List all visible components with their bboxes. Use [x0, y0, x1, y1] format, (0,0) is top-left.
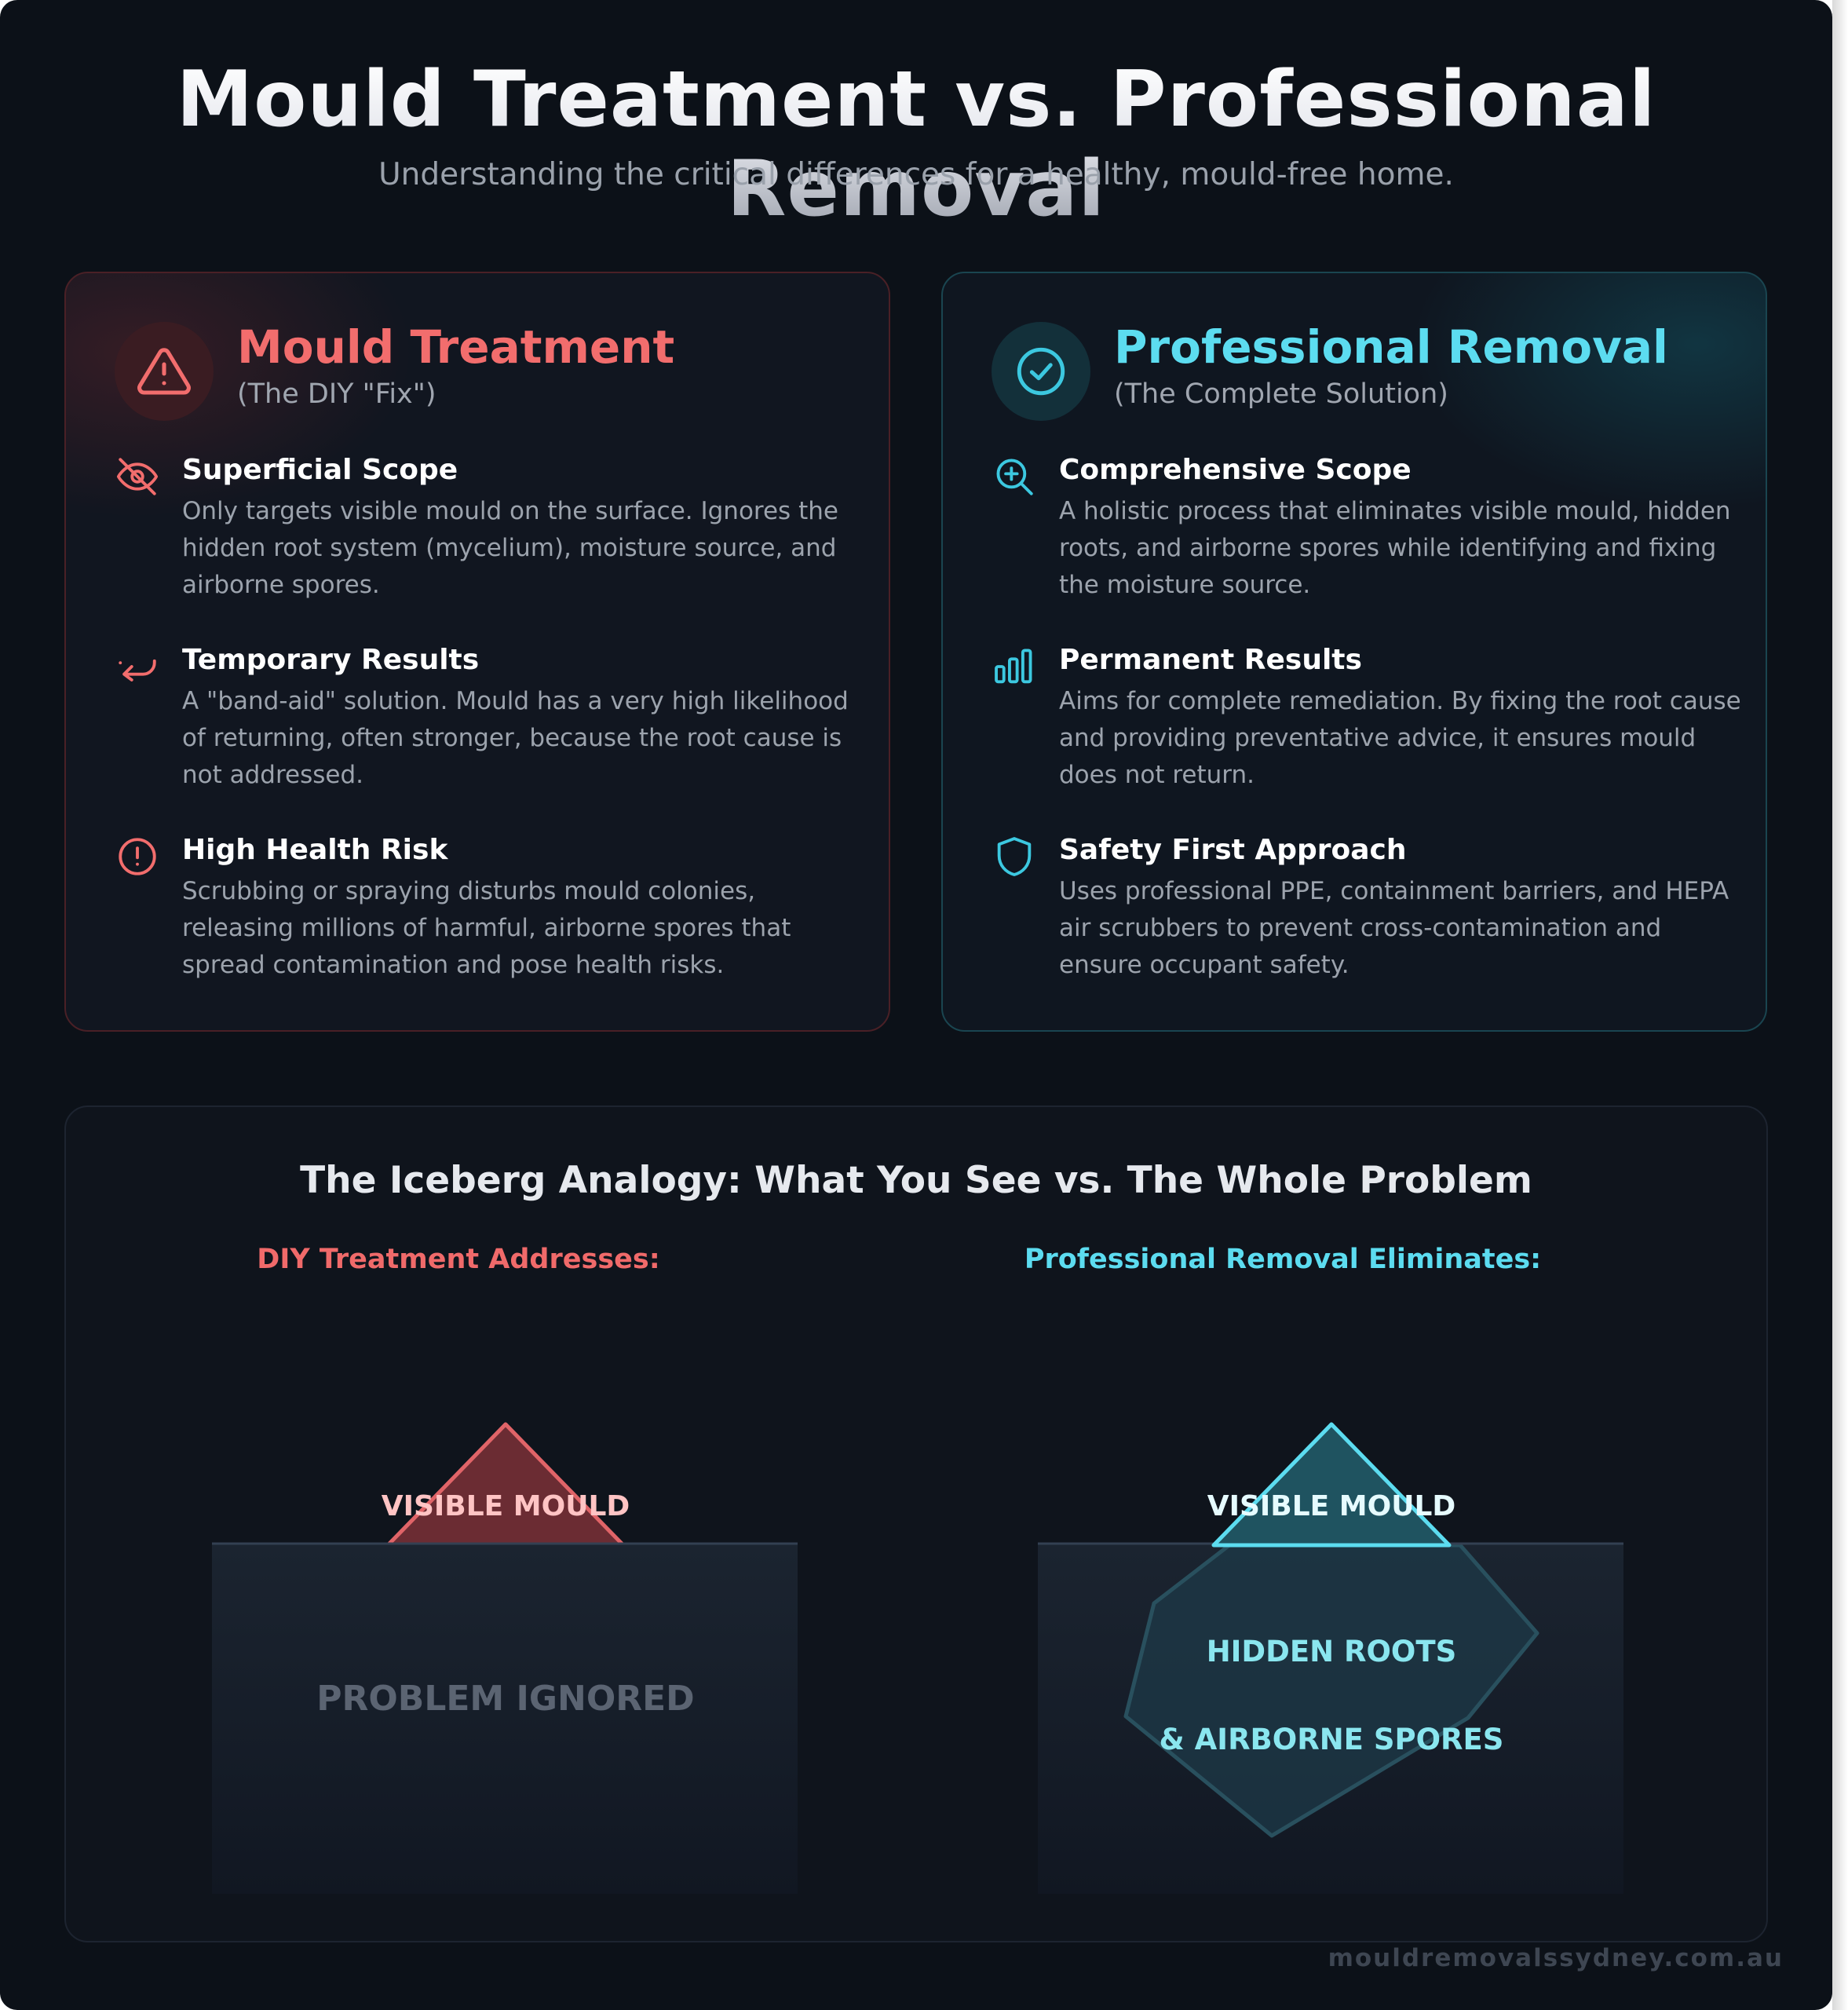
- feature-title: Comprehensive Scope: [1059, 454, 1412, 486]
- alert-circle-icon: [115, 834, 160, 879]
- diy-visible-label: VISIBLE MOULD: [382, 1490, 630, 1522]
- mould-treatment-card: Mould Treatment (The DIY "Fix") Superfic…: [64, 272, 890, 1032]
- diy-hidden-label: PROBLEM IGNORED: [316, 1679, 694, 1719]
- bar-chart-icon: [992, 644, 1037, 689]
- feature-description: A holistic process that eliminates visib…: [1059, 497, 1731, 599]
- pro-hidden-label-1: HIDDEN ROOTS: [1207, 1635, 1457, 1668]
- feature-title: Permanent Results: [1059, 644, 1362, 676]
- diy-water: [212, 1544, 798, 1894]
- iceberg-diagram: VISIBLE MOULD PROBLEM IGNORED VISIBLE MO…: [212, 1422, 1623, 1894]
- iceberg-analogy-panel: The Iceberg Analogy: What You See vs. Th…: [64, 1106, 1768, 1942]
- feature-description: Only targets visible mould on the surfac…: [182, 497, 838, 599]
- page-subtitle: Understanding the critical differences f…: [378, 157, 1454, 192]
- feature-title: Temporary Results: [182, 644, 480, 676]
- pro-hidden-mass: [1123, 1543, 1539, 1838]
- undo-arrow-icon: [115, 644, 160, 689]
- page-title: Mould Treatment vs. Professional Removal: [0, 55, 1832, 234]
- diy-label: DIY Treatment Addresses:: [257, 1244, 660, 1275]
- feature-title: Safety First Approach: [1059, 834, 1407, 866]
- pro-label: Professional Removal Eliminates:: [1024, 1244, 1542, 1275]
- shield-icon: [992, 834, 1037, 879]
- card-subtitle: (The Complete Solution): [1114, 378, 1448, 410]
- check-circle-icon: [992, 322, 1090, 421]
- card-title: Mould Treatment: [237, 320, 675, 374]
- feature-title: High Health Risk: [182, 834, 448, 866]
- feature-description: Uses professional PPE, containment barri…: [1059, 877, 1729, 979]
- feature-description: A "band-aid" solution. Mould has a very …: [182, 687, 849, 789]
- professional-removal-card: Professional Removal (The Complete Solut…: [941, 272, 1767, 1032]
- pro-visible-label: VISIBLE MOULD: [1207, 1490, 1456, 1522]
- card-title: Professional Removal: [1114, 320, 1668, 374]
- pro-visible-tip: [1211, 1422, 1452, 1548]
- eye-off-icon: [115, 454, 160, 499]
- feature-title: Superficial Scope: [182, 454, 458, 486]
- pro-hidden-label-2: & AIRBORNE SPORES: [1160, 1723, 1504, 1756]
- diy-visible-tip: [385, 1422, 626, 1548]
- warning-triangle-icon: [115, 322, 214, 421]
- analogy-title: The Iceberg Analogy: What You See vs. Th…: [300, 1159, 1532, 1202]
- card-subtitle: (The DIY "Fix"): [237, 378, 436, 410]
- zoom-in-icon: [992, 454, 1037, 499]
- feature-description: Aims for complete remediation. By fixing…: [1059, 687, 1741, 789]
- footer-url: mouldremovalssydney.com.au: [1328, 1944, 1784, 1972]
- feature-description: Scrubbing or spraying disturbs mould col…: [182, 877, 791, 979]
- page-edge: [1832, 0, 1848, 2010]
